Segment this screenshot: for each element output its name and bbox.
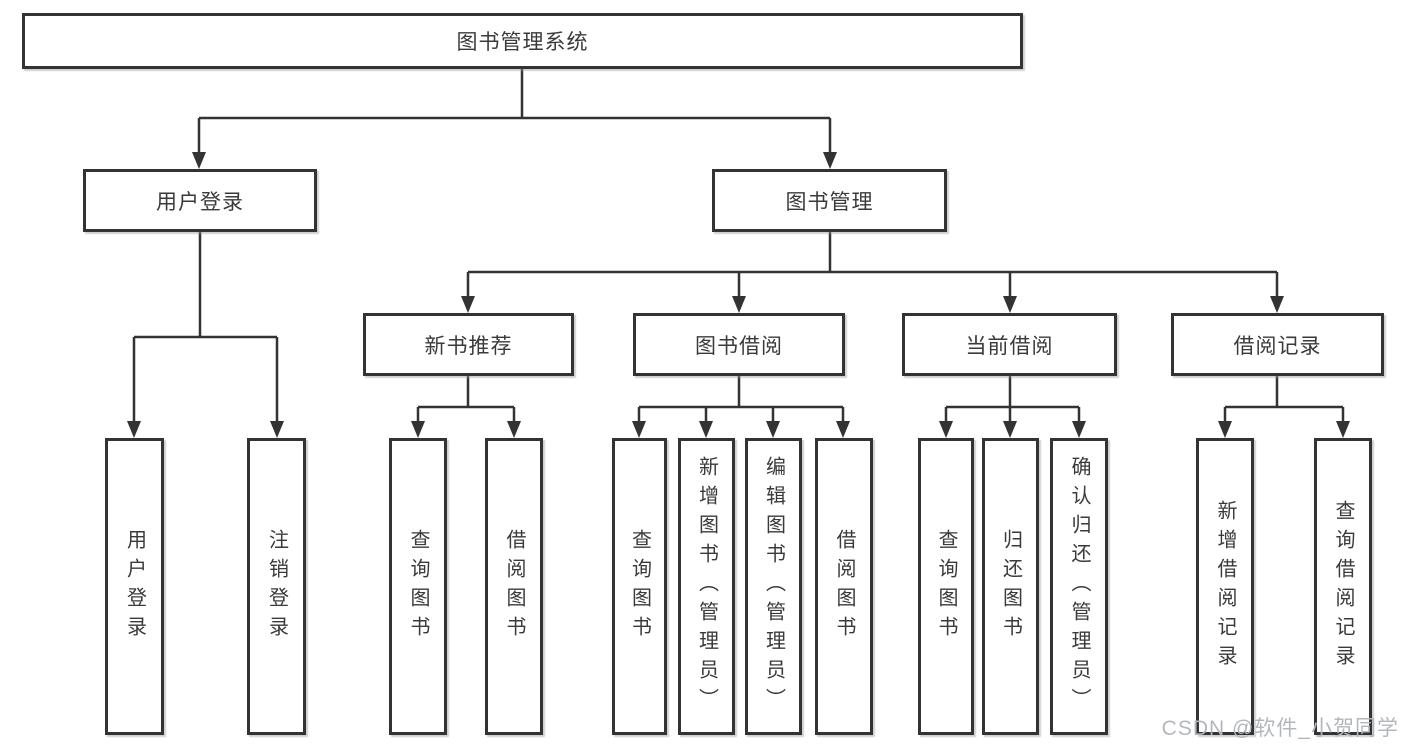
leaf-add-borrow-record: 新增借阅记录 <box>1196 438 1254 735</box>
leaf-query-borrow-record: 查询借阅记录 <box>1314 438 1372 735</box>
node-root-library-system: 图书管理系统 <box>22 13 1023 69</box>
leaf-borrow-books-recommend: 借阅图书 <box>485 438 543 735</box>
node-book-borrow: 图书借阅 <box>633 313 845 376</box>
leaf-confirm-return-admin: 确认归还（管理员） <box>1050 438 1108 735</box>
leaf-logout: 注销登录 <box>247 438 306 735</box>
csdn-watermark: CSDN @软件_小贺同学 <box>1161 717 1399 740</box>
node-new-book-recommend: 新书推荐 <box>363 313 574 376</box>
leaf-query-books-borrow: 查询图书 <box>612 438 667 735</box>
leaf-query-books-current: 查询图书 <box>918 438 974 735</box>
leaf-edit-book-admin: 编辑图书（管理员） <box>745 438 802 735</box>
leaf-query-books-recommend: 查询图书 <box>389 438 447 735</box>
node-book-management: 图书管理 <box>712 169 947 232</box>
node-user-login: 用户登录 <box>83 169 317 232</box>
node-borrow-records: 借阅记录 <box>1171 313 1384 376</box>
node-current-borrow: 当前借阅 <box>902 313 1117 376</box>
leaf-borrow-books: 借阅图书 <box>815 438 873 735</box>
leaf-add-book-admin: 新增图书（管理员） <box>678 438 735 735</box>
leaf-user-login: 用户登录 <box>105 438 164 735</box>
leaf-return-book: 归还图书 <box>982 438 1039 735</box>
